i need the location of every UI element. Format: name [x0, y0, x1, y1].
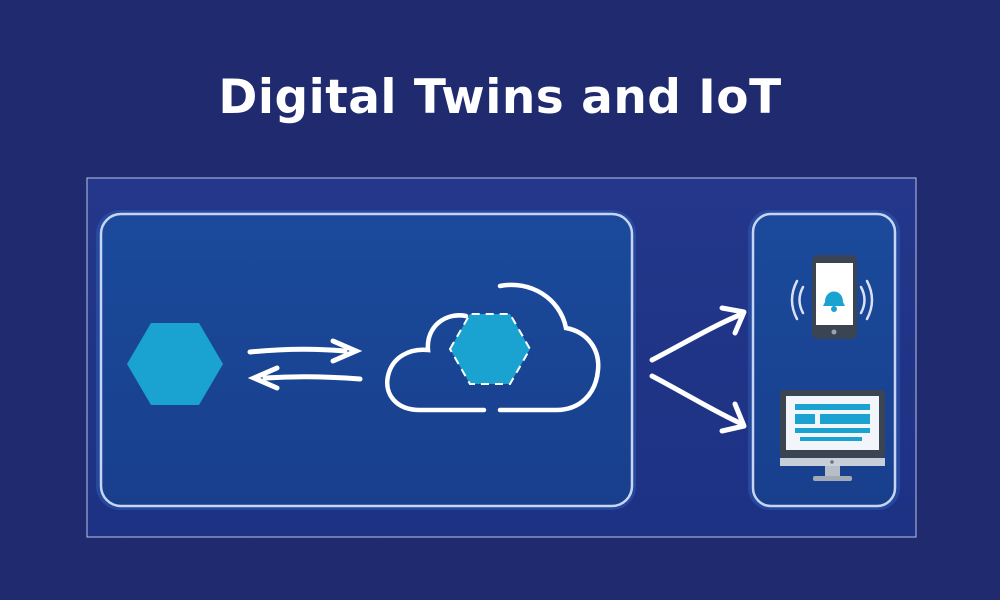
digital-twin-hexagon-icon: [448, 313, 532, 385]
branch-arrows-icon: [649, 305, 747, 434]
page-title: Digital Twins and IoT: [218, 70, 782, 125]
cloud-icon: [385, 282, 601, 413]
physical-asset-hexagon-icon: [127, 323, 223, 405]
smartphone-bell-icon: [790, 255, 874, 339]
desktop-monitor-icon: [780, 390, 885, 481]
sync-arrows-icon: [247, 338, 363, 391]
